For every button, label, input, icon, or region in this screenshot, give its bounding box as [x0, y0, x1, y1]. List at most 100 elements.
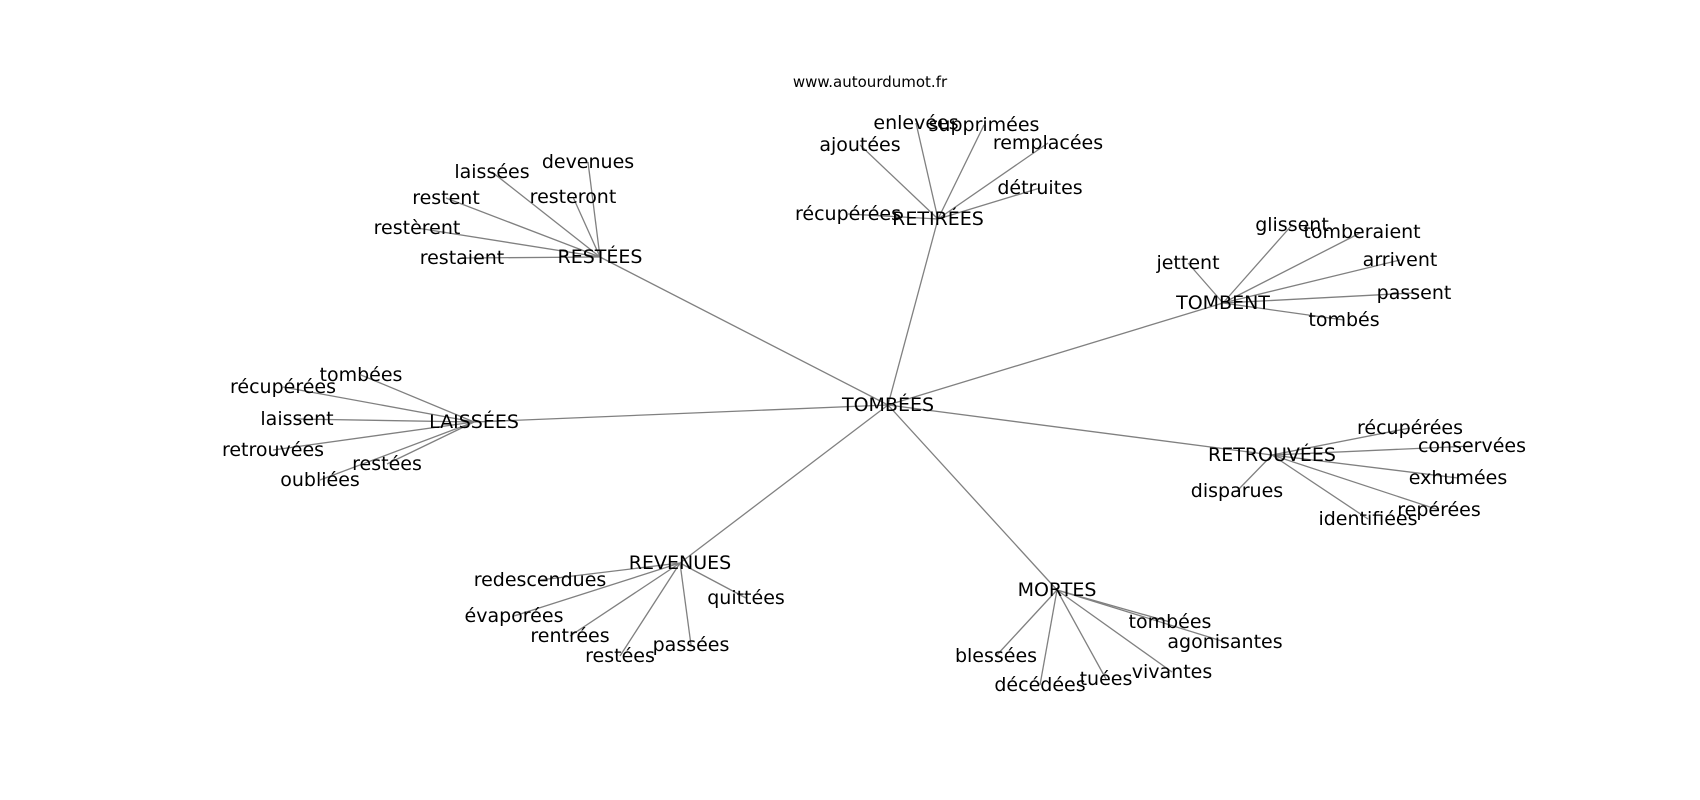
leaf-node-label: restent: [412, 187, 480, 209]
edge-center-to-hub: [473, 404, 889, 423]
edge-hub-to-leaf: [386, 421, 475, 465]
hub-node-label: RETROUVÉES: [1208, 443, 1336, 466]
leaf-node-label: récupérées: [230, 376, 336, 398]
hub-node-label: RESTÉES: [558, 245, 643, 268]
edge-hub-to-leaf: [1222, 292, 1415, 304]
edge-hub-to-leaf: [513, 562, 681, 617]
edge-hub-to-leaf: [679, 562, 692, 646]
edge-hub-to-leaf: [296, 418, 475, 423]
leaf-node-label: ajoutées: [819, 134, 900, 156]
edge-hub-to-leaf: [539, 562, 681, 581]
edges-layer: [272, 122, 1473, 686]
edge-hub-to-leaf: [1056, 589, 1226, 643]
edge-hub-to-leaf: [937, 124, 985, 220]
edge-hub-to-leaf: [1222, 259, 1401, 304]
leaf-node-label: tuées: [1080, 668, 1133, 690]
edge-hub-to-leaf: [445, 197, 601, 258]
edge-hub-to-leaf: [1222, 231, 1363, 304]
leaf-node-label: vivantes: [1132, 661, 1213, 683]
edge-hub-to-leaf: [847, 213, 939, 220]
edge-hub-to-leaf: [995, 589, 1058, 657]
leaf-node-label: arrivent: [1363, 249, 1438, 271]
edge-hub-to-leaf: [491, 171, 601, 258]
leaf-node-label: tomberaient: [1303, 221, 1420, 243]
hub-node-label: TOMBENT: [1175, 292, 1270, 314]
leaf-node-label: disparues: [1191, 480, 1283, 502]
leaf-node-label: passent: [1377, 282, 1452, 304]
leaf-node-label: laissées: [454, 161, 529, 183]
edge-hub-to-leaf: [272, 421, 475, 451]
leaf-node-label: restées: [352, 453, 422, 475]
edge-hub-to-leaf: [1187, 262, 1224, 304]
leaf-node-label: restées: [585, 645, 655, 667]
edge-hub-to-leaf: [1271, 427, 1411, 456]
edge-hub-to-leaf: [587, 161, 601, 258]
leaf-node-label: retrouvées: [222, 439, 324, 461]
edge-hub-to-leaf: [1222, 302, 1345, 321]
edge-hub-to-leaf: [859, 144, 939, 220]
edge-hub-to-leaf: [1271, 454, 1369, 520]
hub-node-label: MORTES: [1018, 579, 1097, 601]
edge-hub-to-leaf: [1056, 589, 1107, 680]
center-node-label: TOMBÉES: [841, 393, 934, 416]
edge-hub-to-leaf: [319, 421, 475, 481]
edge-hub-to-leaf: [1271, 454, 1440, 511]
edge-hub-to-leaf: [282, 386, 475, 423]
leaf-node-label: supprimées: [929, 114, 1040, 136]
leaf-node-label: détruites: [997, 177, 1082, 199]
leaf-node-label: jettent: [1155, 252, 1219, 274]
leaf-node-label: tombés: [1308, 309, 1379, 331]
hub-node-label: REVENUES: [629, 552, 731, 574]
leaf-node-label: passées: [653, 634, 730, 656]
leaf-node-label: repérées: [1397, 499, 1481, 521]
edge-hub-to-leaf: [1056, 589, 1173, 673]
hub-node-label: RETIRÉES: [892, 207, 984, 230]
leaf-node-label: évaporées: [465, 605, 564, 627]
leaf-node-label: récupérées: [1357, 417, 1463, 439]
leaf-node-label: devenues: [542, 151, 634, 173]
leaf-node-label: quittées: [707, 587, 785, 609]
edge-hub-to-leaf: [679, 562, 747, 599]
edge-hub-to-leaf: [937, 187, 1041, 220]
leaf-node-label: tombées: [1129, 611, 1212, 633]
leaf-node-label: oubliées: [280, 469, 360, 491]
edge-hub-to-leaf: [416, 227, 601, 258]
edge-center-to-hub: [887, 404, 1273, 456]
edge-hub-to-leaf: [937, 142, 1049, 220]
leaf-node-label: restaient: [420, 247, 505, 269]
edge-center-to-hub: [887, 302, 1224, 406]
edge-hub-to-leaf: [569, 562, 681, 637]
edge-hub-to-leaf: [1271, 445, 1473, 456]
leaf-node-label: agonisantes: [1167, 631, 1282, 653]
leaf-node-label: redescendues: [474, 569, 607, 591]
leaf-node-label: identifiées: [1318, 508, 1417, 530]
leaf-node-label: enlevées: [873, 112, 958, 134]
leaf-node-label: conservées: [1418, 435, 1526, 457]
edge-center-to-hub: [887, 404, 1058, 591]
leaf-node-label: glissent: [1255, 214, 1329, 236]
leaf-node-label: remplacées: [993, 132, 1103, 154]
edge-center-to-hub: [679, 404, 889, 564]
edge-hub-to-leaf: [572, 196, 601, 258]
leaf-node-label: resteront: [530, 186, 617, 208]
edge-hub-to-leaf: [619, 562, 681, 657]
leaf-node-label: rentrées: [530, 625, 609, 647]
edge-hub-to-leaf: [1222, 224, 1293, 304]
edge-hub-to-leaf: [915, 122, 939, 220]
leaf-node-label: tombées: [320, 364, 403, 386]
edge-hub-to-leaf: [1236, 454, 1273, 492]
edge-center-to-hub: [887, 218, 939, 406]
edge-hub-to-leaf: [1271, 454, 1459, 479]
leaf-node-label: récupérées: [795, 203, 901, 225]
leaf-node-label: laissent: [260, 408, 333, 430]
leaf-node-label: blessées: [955, 645, 1037, 667]
source-watermark: www.autourdumot.fr: [793, 73, 948, 91]
leaf-node-label: décédées: [994, 674, 1085, 696]
edge-hub-to-leaf: [461, 256, 601, 259]
edge-center-to-hub: [599, 256, 889, 406]
leaf-node-label: exhumées: [1409, 467, 1507, 489]
edge-hub-to-leaf: [360, 374, 475, 423]
leaf-node-label: restèrent: [374, 217, 461, 239]
